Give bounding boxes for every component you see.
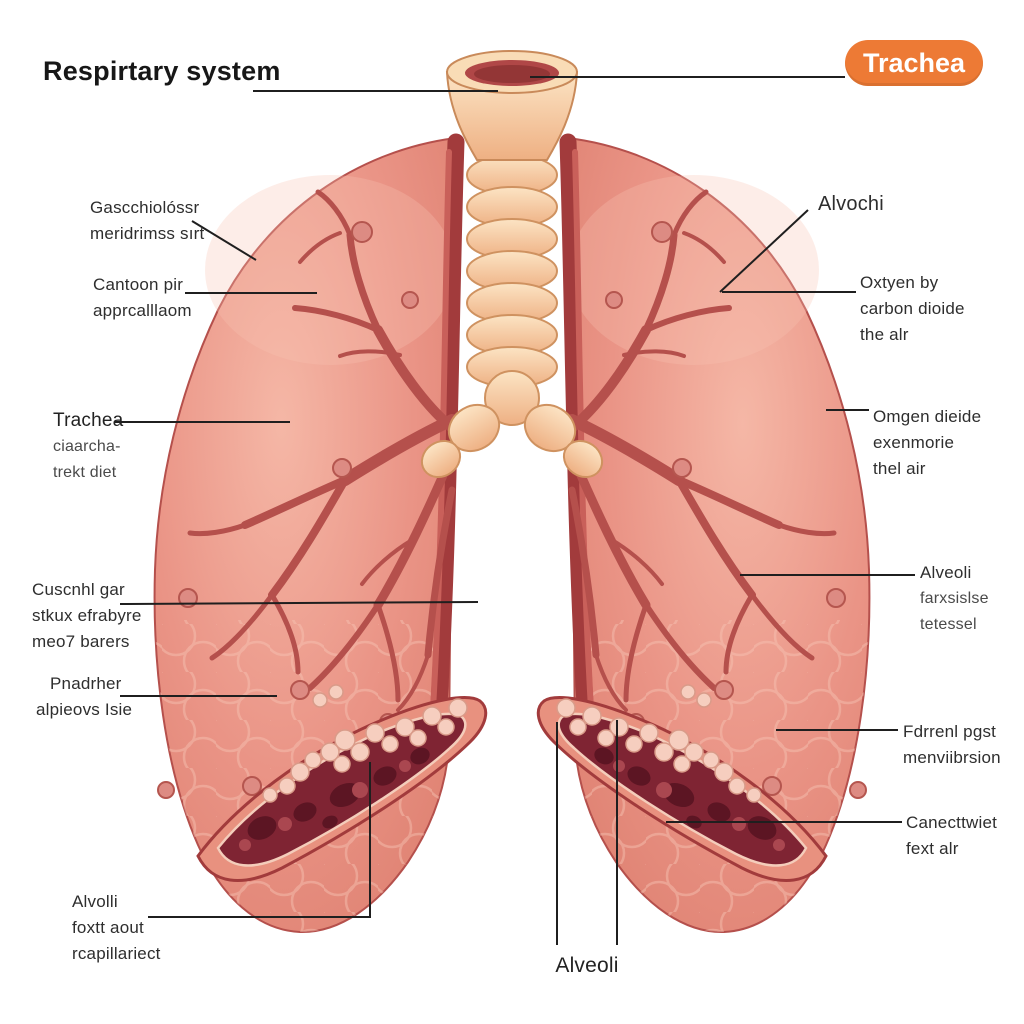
label-line: the alr [860, 325, 909, 344]
label-line: meridrimss sırt [90, 224, 205, 243]
label-line: carbon dioide [860, 299, 965, 318]
trachea [420, 50, 604, 479]
label-line: exenmorie [873, 433, 955, 452]
label-left-5: Pnadrher alpieovs Isie [36, 671, 132, 723]
right-lung [538, 138, 876, 940]
larynx-funnel [445, 71, 579, 161]
label-right-5: Fdrrenl pgst menviibrsion [903, 719, 1001, 771]
label-line: Cantoon pir [93, 275, 184, 294]
label-line: foxtt aout [72, 918, 144, 937]
left-lung [148, 138, 486, 940]
label-line: Oxtyen by [860, 273, 939, 292]
label-right-3: Omgen dieide exenmorie thel air [873, 404, 981, 482]
label-right-4: Alveoli farxsislse tetessel [920, 560, 989, 638]
leader-lines [115, 76, 915, 945]
label-line: Alveoli [555, 954, 619, 977]
label-line: Alveoli [920, 563, 972, 582]
label-line: menviibrsion [903, 748, 1001, 767]
label-line: rcapillariect [72, 944, 161, 963]
label-right-6: Canecttwiet fext alr [906, 810, 997, 862]
label-line: Alvochi [818, 193, 884, 215]
trachea-badge-label: Trachea [862, 47, 966, 78]
label-line: thel air [873, 459, 926, 478]
label-right-1: Alvochi [818, 191, 884, 217]
label-line: alpieovs Isie [36, 700, 133, 719]
label-line: Fdrrenl pgst [903, 722, 997, 741]
label-right-2: Oxtyen by carbon dioide the alr [860, 270, 965, 348]
label-line: fext alr [906, 839, 959, 858]
label-line: trekt diet [53, 464, 117, 481]
label-line: apprcalllaom [93, 301, 192, 320]
label-line: Gascchiolóssr [90, 198, 200, 217]
label-line: farxsislse [920, 590, 989, 607]
label-line: ciaarcha- [53, 438, 121, 455]
label-line: stkux efrabyre [32, 606, 142, 625]
label-line: Pnadrher [50, 674, 122, 693]
label-left-1: Gascchiolóssr meridrimss sırt [90, 195, 204, 247]
label-line: Cuscnhl gar [32, 580, 125, 599]
label-alveoli-bottom: Alveoli [527, 953, 647, 979]
label-left-2: Cantoon pir apprcalllaom [93, 272, 192, 324]
label-left-4: Cuscnhl gar stkux efrabyre meo7 barers [32, 577, 142, 655]
label-line: Canecttwiet [906, 813, 998, 832]
label-line: Trachea [53, 410, 124, 431]
label-line: meo7 barers [32, 632, 130, 651]
trachea-badge: Trachea [845, 40, 983, 86]
page-title: Respirtary system [43, 56, 281, 86]
label-line: Alvolli [72, 892, 118, 911]
label-line: tetessel [920, 616, 977, 633]
label-left-3: Trachea ciaarcha- trekt diet [53, 408, 123, 486]
label-left-6: Alvolli foxtt aout rcapillariect [72, 889, 161, 967]
label-line: Omgen dieide [873, 407, 982, 426]
